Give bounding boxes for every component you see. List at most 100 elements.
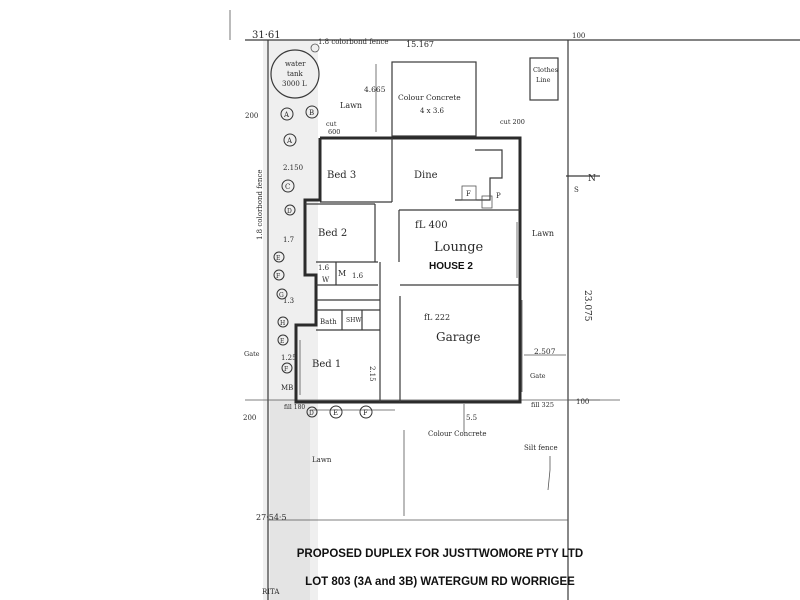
property-boundary — [229, 10, 800, 600]
tree: E — [277, 334, 289, 346]
tree: F — [281, 362, 293, 374]
tree: H — [277, 316, 289, 328]
rear-setback: 4.665 — [364, 85, 386, 94]
lawn-rear: Lawn — [340, 101, 362, 110]
boundary-left-dim-1: 200 — [245, 112, 258, 120]
gate-right: Gate — [530, 372, 546, 380]
tree-label: E — [333, 409, 338, 417]
north-label: N — [588, 174, 596, 184]
cut-left-1: cut — [326, 120, 337, 128]
tree-label: F — [284, 366, 288, 373]
boundary-left-fence: 1.8 colorbond fence — [256, 169, 264, 240]
side-dim: 2.507 — [534, 347, 556, 356]
clothes-line: Clothes Line — [529, 57, 559, 101]
room-linen: 1.6 — [318, 264, 330, 272]
tree-label: D — [287, 208, 292, 215]
rear-concrete: Colour Concrete 4 x 3.6 — [391, 61, 477, 137]
boundary-bottom-left-2: 200 — [243, 414, 256, 422]
tree-row: A B C D E F G H E F E F D A — [273, 105, 373, 419]
boundary-left-dim-4: 1.3 — [283, 297, 294, 305]
water-tank: water tank 3000 L — [270, 49, 320, 99]
cut-right: cut 200 — [500, 118, 525, 126]
tree: G — [276, 288, 288, 300]
boundary-corner-rita: RITA — [262, 588, 280, 596]
room-fl-lower: fL 222 — [424, 313, 450, 322]
house-walls — [294, 136, 523, 404]
room-shw: SHW — [346, 317, 362, 324]
room-bath: Bath — [320, 318, 337, 326]
boundary-left-dim-5: 1.25 — [281, 354, 297, 362]
tree: F — [359, 405, 373, 419]
tree: C — [281, 179, 295, 193]
tree: D — [306, 406, 318, 418]
boundary-right-mid: 100 — [576, 398, 589, 406]
lawn-front: Lawn — [312, 456, 332, 464]
tree-label: E — [276, 255, 280, 262]
cut-left-2: 600 — [328, 128, 340, 136]
tree-label: G — [279, 292, 284, 299]
silt-fence-line — [547, 456, 551, 491]
gate-left: Gate — [244, 350, 260, 358]
boundary-left-dim-3: 1.7 — [283, 236, 294, 244]
clothes-line-label-1: Clothes — [533, 66, 558, 74]
boundary-top-dim: 15.167 — [406, 40, 434, 49]
room-fl-upper: fL 400 — [415, 220, 448, 231]
water-tank-label-2: tank — [287, 70, 303, 78]
room-garage: Garage — [436, 330, 480, 344]
room-lounge: Lounge — [434, 240, 484, 255]
tree: B — [305, 105, 319, 119]
north-arrow: N S — [566, 174, 600, 194]
fill-right: fill 325 — [531, 401, 554, 409]
house-label: HOUSE 2 — [429, 261, 473, 272]
tree-label: E — [280, 338, 284, 345]
caption-line-2: LOT 803 (3A and 3B) WATERGUM RD WORRIGEE — [305, 576, 575, 588]
room-bed3: Bed 3 — [327, 170, 356, 181]
front-concrete: Colour Concrete — [428, 430, 487, 438]
room-bed2: Bed 2 — [318, 228, 347, 239]
clothes-line-label-2: Line — [536, 76, 551, 84]
tree-marker — [310, 43, 320, 53]
front-dim: 5.5 — [466, 414, 477, 422]
caption-line-1: PROPOSED DUPLEX FOR JUSTTWOMORE PTY LTD — [296, 548, 584, 560]
boundary-left-dim-2: 2.150 — [283, 164, 303, 172]
m-label: M — [338, 269, 346, 278]
boundary-top-right: 100 — [572, 32, 585, 40]
lawn-side: Lawn — [532, 229, 554, 238]
scan-shading-lower — [270, 400, 310, 600]
tree: E — [329, 405, 343, 419]
silt-fence: Silt fence — [524, 444, 558, 452]
tree-label: B — [309, 109, 314, 117]
water-tank-label-3: 3000 L — [282, 80, 307, 88]
tree: A — [280, 107, 294, 121]
room-dine: Dine — [414, 170, 438, 181]
boundary-bottom-left: 27·54·5 — [256, 513, 287, 522]
tree: D — [284, 204, 296, 216]
tree-label: F — [363, 409, 368, 417]
tree-label: A — [286, 137, 293, 145]
tree: A — [283, 133, 297, 147]
boundary-right-dim: 23.075 — [582, 290, 592, 322]
south-label: S — [574, 186, 579, 194]
tree-label: F — [276, 273, 280, 280]
rear-concrete-dim: 4 x 3.6 — [420, 107, 445, 115]
mb-label: MB — [281, 384, 293, 392]
water-tank-label-1: water — [285, 60, 306, 68]
boundary-top-left: 31·61 — [252, 30, 281, 41]
boundary-top-fence: 1.8 colorbond fence — [318, 38, 389, 46]
kitchen-f: F — [466, 190, 471, 198]
rear-concrete-label: Colour Concrete — [398, 93, 461, 102]
w-label: W — [322, 276, 330, 284]
kitchen-p: P — [496, 192, 501, 200]
tree-label: H — [280, 320, 285, 327]
drawing-caption: PROPOSED DUPLEX FOR JUSTTWOMORE PTY LTD … — [290, 540, 590, 596]
tree: F — [273, 269, 285, 281]
tree-label: D — [309, 410, 314, 417]
room-bed1: Bed 1 — [312, 359, 341, 370]
tree-label: A — [283, 111, 290, 119]
room-bed1-dim: 2.15 — [368, 366, 376, 382]
tree-label: C — [285, 183, 290, 191]
tree: E — [273, 251, 285, 263]
room-wir: 1.6 — [352, 272, 364, 280]
fill-left: fill 180 — [284, 404, 305, 411]
